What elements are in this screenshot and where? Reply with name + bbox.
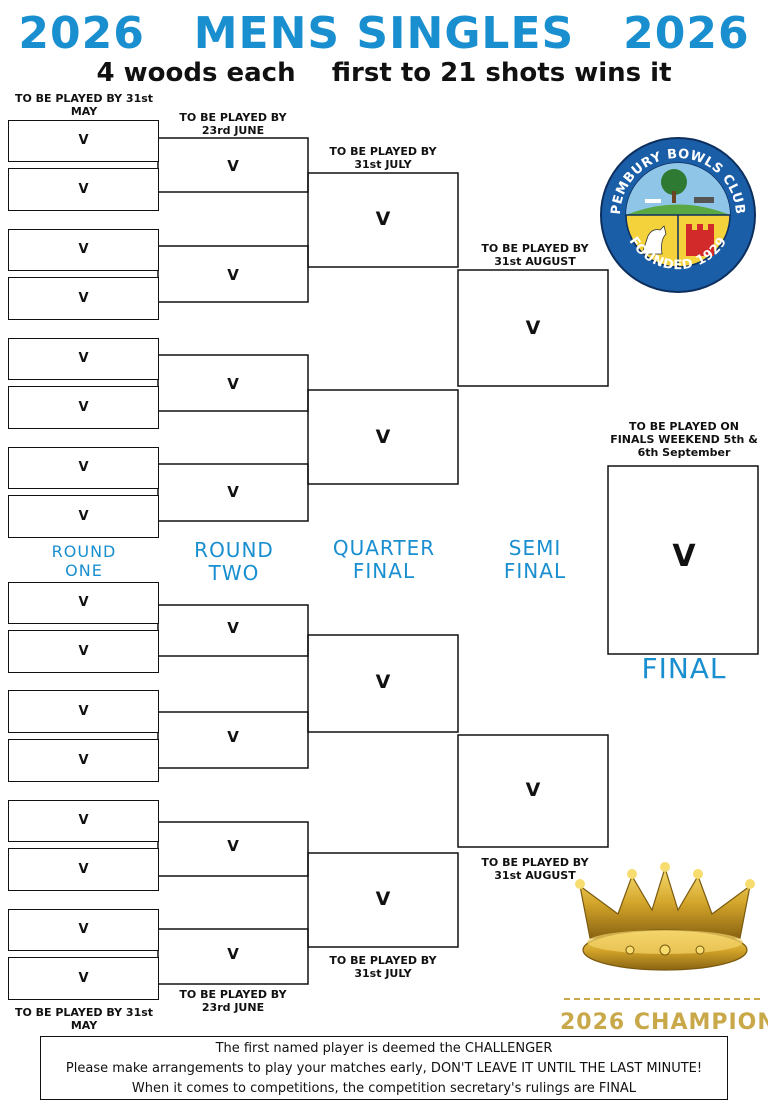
quarter-final-versus-1: V: [358, 208, 408, 230]
champion-label: 2026 CHAMPION: [560, 1010, 762, 1035]
round-two-versus-7: V: [208, 837, 258, 855]
club-crest: PEMBURY BOWLS CLUB FOUNDED 1929: [598, 136, 758, 294]
round-one-slot-6: V: [8, 386, 159, 429]
round-one-slot-5: V: [8, 338, 159, 380]
versus-label: V: [9, 849, 158, 890]
round-one-slot-14: V: [8, 848, 159, 891]
crown-icon: [570, 862, 760, 986]
versus-label: V: [9, 496, 158, 537]
versus-label: V: [9, 278, 158, 319]
round-two-versus-2: V: [208, 266, 258, 284]
round-one-slot-12: V: [8, 739, 159, 782]
semi-final-versus-1: V: [508, 317, 558, 339]
versus-label: V: [9, 169, 158, 210]
quarter-final-label: QUARTER FINAL: [316, 537, 452, 583]
rules-footer: The first named player is deemed the CHA…: [40, 1036, 728, 1100]
quarter-final-versus-2: V: [358, 426, 408, 448]
round-two-versus-4: V: [208, 483, 258, 501]
footer-line-3: When it comes to competitions, the compe…: [41, 1079, 727, 1099]
round-one-slot-7: V: [8, 447, 159, 489]
round-one-slot-1: V: [8, 120, 159, 162]
round-one-slot-3: V: [8, 229, 159, 271]
round-two-label: ROUND TWO: [184, 539, 284, 585]
round-one-slot-9: V: [8, 582, 159, 624]
club-crest-icon: PEMBURY BOWLS CLUB FOUNDED 1929: [598, 136, 758, 294]
round-one-slot-4: V: [8, 277, 159, 320]
final-versus: V: [648, 539, 720, 574]
round-one-slot-2: V: [8, 168, 159, 211]
round-two-versus-5: V: [208, 619, 258, 637]
versus-label: V: [9, 740, 158, 781]
round-one-slot-15: V: [8, 909, 159, 951]
round-one-slot-11: V: [8, 690, 159, 733]
versus-label: V: [9, 801, 158, 841]
versus-label: V: [9, 691, 158, 732]
versus-label: V: [9, 448, 158, 488]
versus-label: V: [9, 230, 158, 270]
versus-label: V: [9, 910, 158, 950]
versus-label: V: [9, 958, 158, 999]
versus-label: V: [9, 121, 158, 161]
final-label: FINAL: [608, 652, 760, 685]
quarter-final-versus-3: V: [358, 671, 408, 693]
round-one-slot-16: V: [8, 957, 159, 1000]
round-one-slot-13: V: [8, 800, 159, 842]
champion-divider: [564, 998, 760, 1000]
round-one-label: ROUND ONE: [44, 542, 124, 580]
round-one-slot-8: V: [8, 495, 159, 538]
quarter-final-versus-4: V: [358, 888, 408, 910]
round-one-slot-10: V: [8, 630, 159, 673]
versus-label: V: [9, 583, 158, 623]
round-two-versus-8: V: [208, 945, 258, 963]
round-two-versus-1: V: [208, 157, 258, 175]
footer-line-2: Please make arrangements to play your ma…: [41, 1059, 727, 1079]
semi-final-label: SEMI FINAL: [480, 537, 590, 583]
semi-final-versus-2: V: [508, 779, 558, 801]
versus-label: V: [9, 339, 158, 379]
round-two-versus-6: V: [208, 728, 258, 746]
footer-line-1: The first named player is deemed the CHA…: [41, 1039, 727, 1059]
round-two-versus-3: V: [208, 375, 258, 393]
versus-label: V: [9, 631, 158, 672]
versus-label: V: [9, 387, 158, 428]
